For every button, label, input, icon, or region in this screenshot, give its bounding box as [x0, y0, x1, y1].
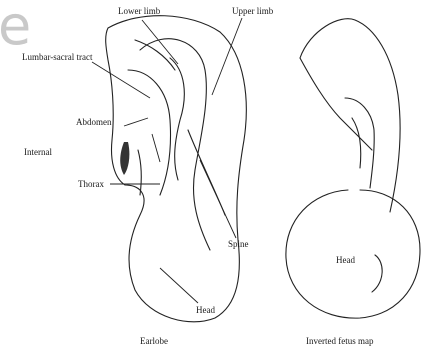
ear-scapha-line — [135, 40, 175, 70]
fetus-labels: Head Inverted fetus map — [306, 255, 374, 346]
label-head: Head — [196, 305, 215, 315]
label-lumbar-sacral: Lumbar-sacral tract — [22, 52, 93, 62]
label-upper-limb: Upper limb — [232, 6, 274, 16]
label-thorax: Thorax — [78, 179, 104, 189]
leader-lower-limb — [142, 20, 178, 64]
label-spine: Spine — [228, 239, 249, 249]
ear-leader-lines — [92, 18, 242, 303]
ear-inner-fossa — [170, 58, 184, 180]
label-internal: Internal — [24, 147, 52, 157]
leader-abdomen — [124, 118, 148, 126]
fetus-limb — [345, 98, 374, 188]
ear-internal-shade — [120, 142, 129, 175]
fetus-drawing — [286, 19, 420, 318]
caption-earlobe: Earlobe — [140, 336, 168, 346]
fetus-limb-inner — [352, 118, 361, 168]
label-abdomen: Abdomen — [76, 117, 112, 127]
label-lower-limb: Lower limb — [118, 6, 161, 16]
leader-internal — [152, 134, 160, 162]
leader-lumbar — [92, 62, 150, 98]
leader-head — [160, 268, 198, 303]
caption-fetus-map: Inverted fetus map — [306, 336, 374, 346]
label-fetus-head: Head — [336, 255, 355, 265]
ear-labels: Lower limb Upper limb Lumbar-sacral trac… — [22, 6, 274, 346]
fetus-body — [300, 19, 400, 212]
leader-spine — [200, 160, 236, 238]
fetus-ear-curve — [372, 255, 382, 292]
